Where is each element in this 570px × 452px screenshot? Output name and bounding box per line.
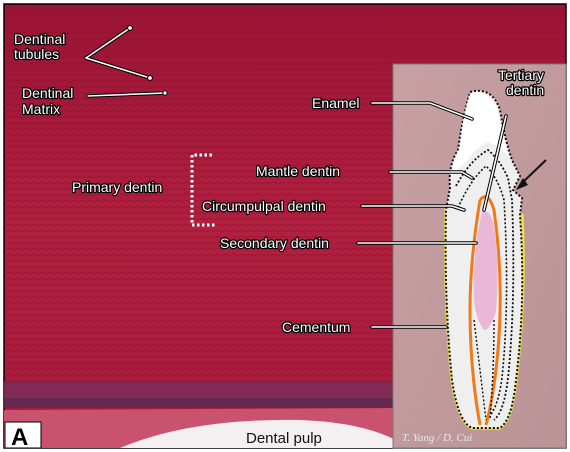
dental-pulp-label: Dental pulp [246, 430, 322, 447]
dentinal-tubules-label-line1: Dentinal [14, 31, 65, 47]
cementum-label: Cementum [282, 319, 350, 335]
circumpulpal-dentin-label: Circumpulpal dentin [202, 198, 326, 214]
odontoblast-layer [4, 398, 396, 408]
mantle-dentin-label: Mantle dentin [256, 163, 340, 179]
dentinal-matrix-label-line2: Matrix [22, 101, 60, 117]
illustrator-credit: T. Yang / D. Cui [402, 432, 472, 444]
tertiary-dentin-label-line1: Tertiary [498, 67, 544, 83]
tertiary-dentin-label-line2: dentin [506, 82, 544, 98]
primary-dentin-label: Primary dentin [72, 179, 162, 195]
panel-letter: A [11, 424, 28, 451]
enamel-label: Enamel [312, 95, 359, 111]
secondary-dentin-label: Secondary dentin [220, 235, 329, 251]
dentinal-matrix-label-line1: Dentinal [22, 85, 73, 101]
dentinal-tubules-label-line2: tubules [14, 46, 59, 62]
